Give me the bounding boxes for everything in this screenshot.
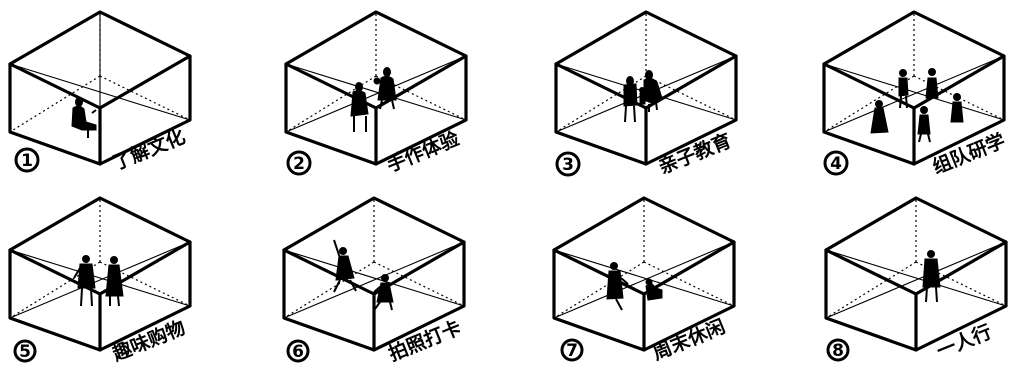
parent-child-figures <box>624 71 662 123</box>
panel-label: 了解文化 <box>109 125 188 175</box>
panel-label: 拍照打卡 <box>385 316 464 365</box>
panel-number: 8 <box>832 341 844 361</box>
panel-number: 5 <box>19 342 31 362</box>
panel-label: 手作体验 <box>383 126 463 176</box>
panel-label: 周末休闲 <box>649 315 728 365</box>
panel-5-badge: 5 <box>15 341 35 362</box>
panel-label: 亲子教育 <box>655 129 734 179</box>
panel-4-badge: 4 <box>825 152 847 174</box>
panel-6-badge: 6 <box>288 341 308 362</box>
panel-number: 7 <box>566 341 578 361</box>
panel-3-badge: 3 <box>557 153 579 175</box>
panel-number: 6 <box>292 342 304 362</box>
panel-number: 3 <box>562 155 574 175</box>
crafting-figures <box>351 68 396 133</box>
panel-2-badge: 2 <box>288 152 310 174</box>
panel-number: 4 <box>830 154 842 174</box>
panel-label: 趣味购物 <box>108 316 188 365</box>
leisure-figures <box>607 263 662 311</box>
panel-8-badge: 8 <box>828 340 848 361</box>
panel-7-badge: 7 <box>562 340 582 361</box>
panel-number: 1 <box>21 151 33 171</box>
panel-number: 2 <box>293 154 305 174</box>
solo-figure <box>923 251 940 303</box>
panel-1-badge: 1 <box>16 149 38 171</box>
